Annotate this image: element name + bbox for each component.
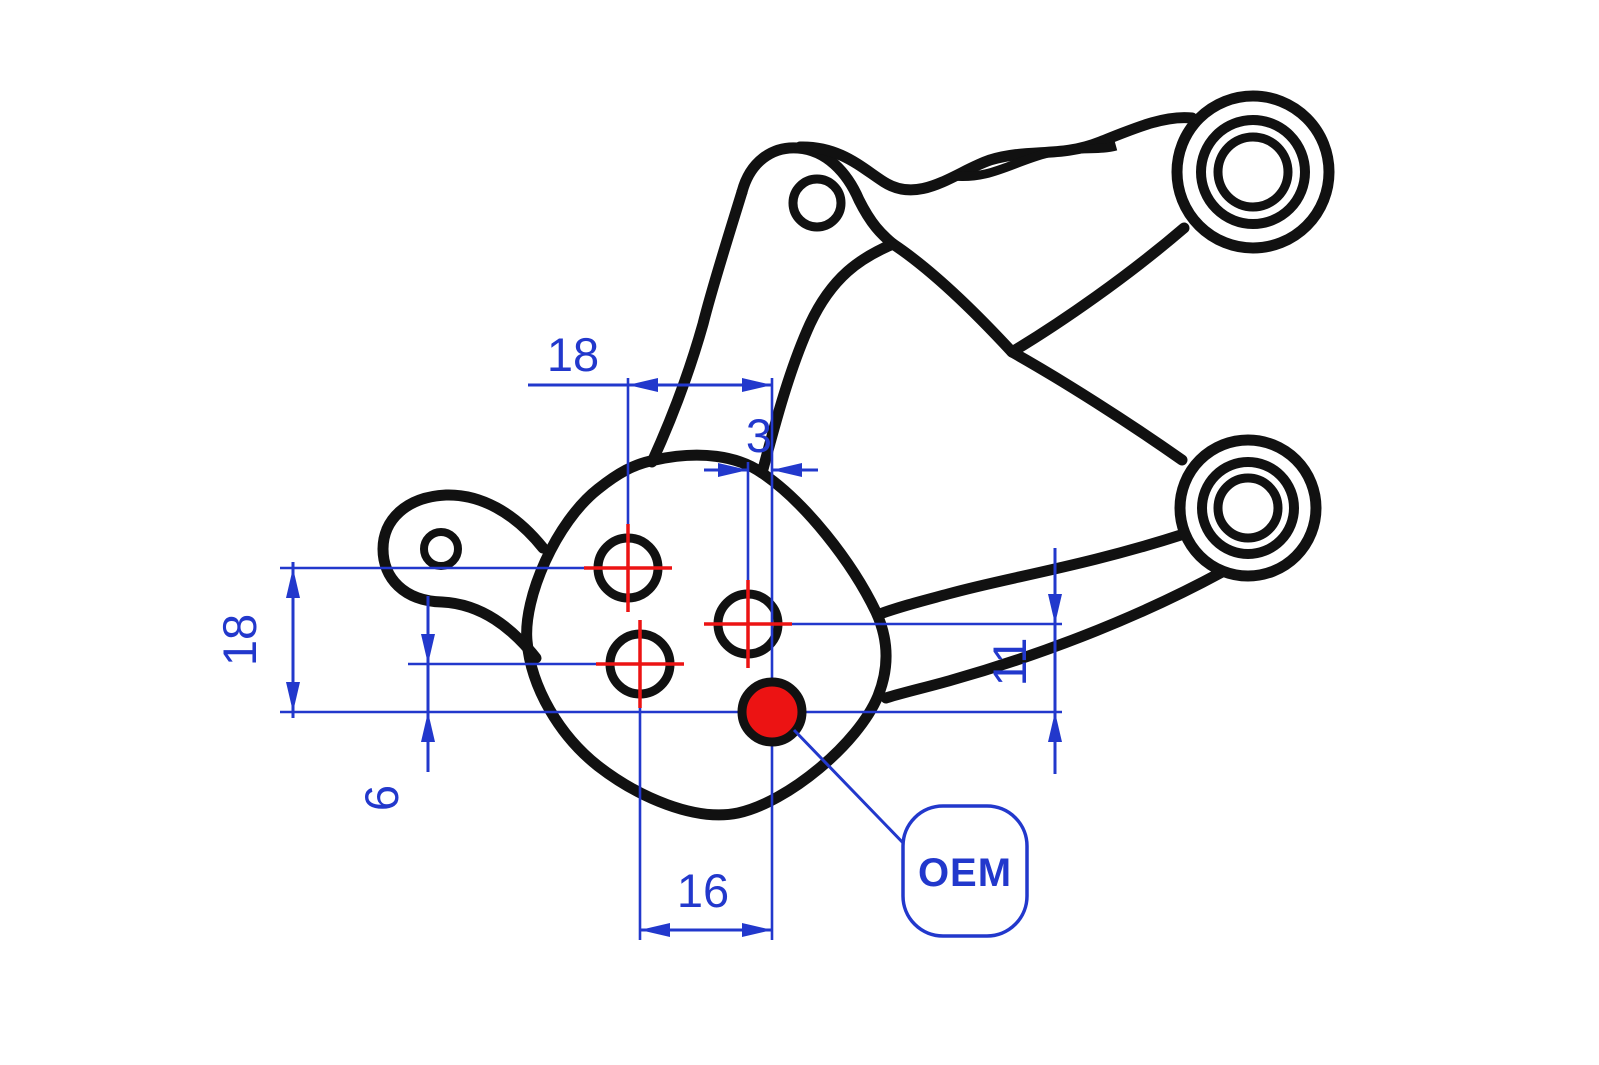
arrowhead-left-icon (640, 923, 670, 937)
dimension-label: 11 (983, 638, 1036, 687)
arrowhead-right-icon (772, 463, 802, 477)
oem-hole-highlight (737, 677, 807, 747)
left-lug-hole (420, 528, 462, 570)
dimension-18-top: 18 (528, 328, 772, 392)
top-edge-outline (794, 112, 1198, 196)
part-outline (377, 90, 1335, 821)
arrowhead-up-icon (421, 712, 435, 742)
left-lug-outline (377, 489, 549, 664)
dimension-label: 18 (547, 328, 599, 381)
arrowhead-down-icon (286, 682, 300, 712)
oem-leader-line (792, 728, 910, 850)
upper-boss-mid-ring (1196, 115, 1310, 229)
upper-boss-bore (1213, 132, 1293, 212)
oem-callout-box (901, 804, 1029, 938)
top-arm-bottom-edge (887, 222, 1190, 358)
dimension-label: 6 (355, 785, 408, 811)
dimension-18-left: 18 (213, 562, 300, 718)
arrowhead-down-icon (1048, 594, 1062, 624)
upper-boss-outer-ring (1171, 90, 1335, 254)
part-body-outline (521, 449, 892, 821)
upper-arm-right-edge (756, 238, 899, 479)
top-tab-outline (736, 142, 899, 250)
top-tab-hole (788, 174, 846, 232)
lower-boss-bore (1213, 473, 1283, 543)
dimension-6-left: 6 (355, 596, 435, 811)
dimension-label: 18 (213, 614, 266, 666)
arrowhead-up-icon (286, 568, 300, 598)
arrowhead-right-icon (742, 923, 772, 937)
dimension-3-top: 3 (704, 409, 818, 477)
arrowhead-right-icon (742, 378, 772, 392)
lower-arm-top-edge (874, 528, 1190, 620)
lower-arm-bottom-edge (880, 566, 1228, 704)
arrowhead-down-icon (421, 634, 435, 664)
arrowhead-up-icon (1048, 712, 1062, 742)
boss-cutout-lower-edge (1006, 346, 1188, 466)
arrowhead-left-icon (718, 463, 748, 477)
oem-callout: OEM (792, 728, 1029, 938)
lower-boss-outer-ring (1174, 434, 1322, 582)
hole-center-marks (584, 524, 807, 747)
dimension-label: 3 (746, 409, 772, 462)
dimension-16-bottom: 16 (640, 864, 772, 937)
arrowhead-left-icon (628, 378, 658, 392)
upper-arm-left-edge (646, 186, 748, 468)
oem-callout-label: OEM (918, 851, 1012, 895)
dimension-11-right: 11 (983, 548, 1062, 774)
lower-boss-mid-ring (1197, 457, 1299, 559)
top-edge-accent-line (951, 141, 1118, 182)
dimension-label: 16 (677, 864, 729, 917)
extension-lines (280, 378, 1062, 940)
